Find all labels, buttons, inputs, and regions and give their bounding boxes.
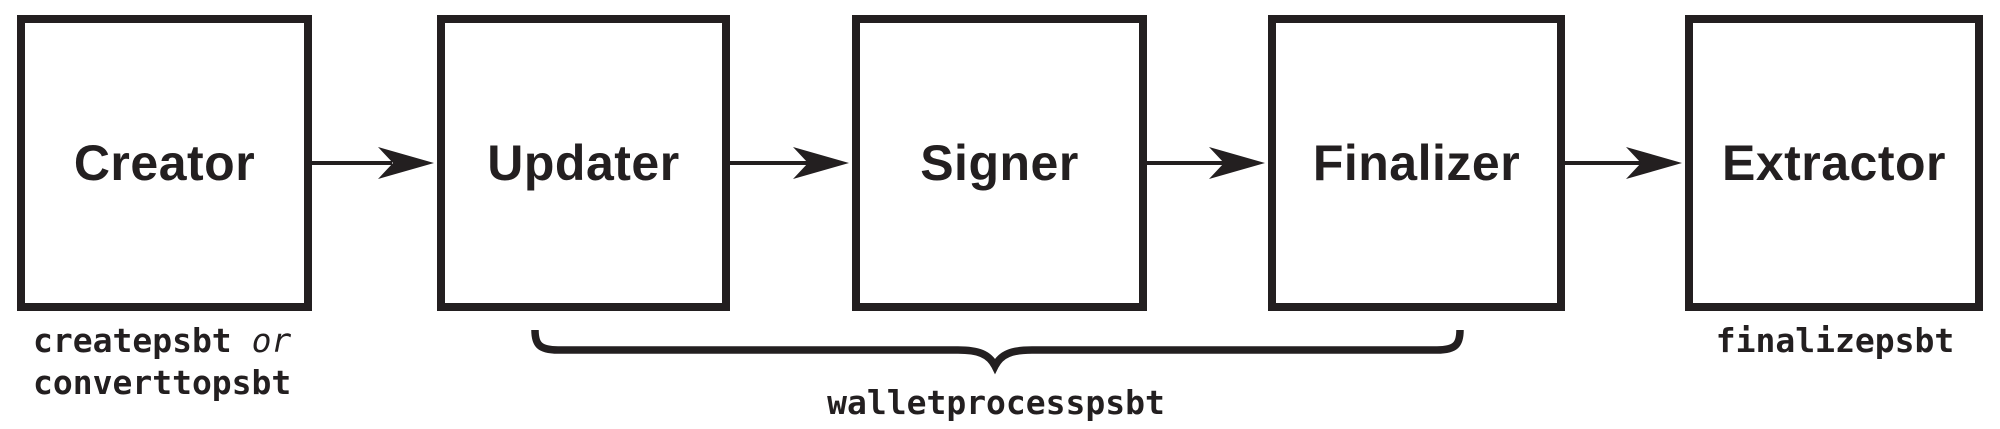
right-arrow-icon-updater-to-signer bbox=[730, 147, 849, 179]
right-arrow-icon-finalizer-to-extractor bbox=[1565, 147, 1682, 179]
curly-brace bbox=[531, 329, 1464, 375]
creator-command-2: converttopsbt bbox=[33, 363, 292, 402]
box-extractor-label: Extractor bbox=[1721, 135, 1947, 191]
box-creator: Creator bbox=[17, 15, 312, 311]
finalizepsbt-label: finalizepsbt bbox=[1715, 321, 1955, 360]
box-finalizer: Finalizer bbox=[1268, 15, 1565, 311]
box-signer: Signer bbox=[852, 15, 1147, 311]
spacer bbox=[232, 321, 252, 360]
creator-commands-label: createpsbt or converttopsbt bbox=[33, 320, 291, 404]
box-updater-label: Updater bbox=[487, 135, 680, 191]
walletprocesspsbt-label: walletprocesspsbt bbox=[827, 383, 1165, 422]
creator-command-1: createpsbt bbox=[33, 321, 232, 360]
box-finalizer-label: Finalizer bbox=[1312, 135, 1521, 191]
creator-commands-conjunction: or bbox=[251, 321, 292, 360]
right-arrow-icon-creator-to-updater bbox=[312, 147, 434, 179]
box-signer-label: Signer bbox=[920, 135, 1079, 191]
box-creator-label: Creator bbox=[73, 135, 256, 191]
right-arrow-icon-signer-to-finalizer bbox=[1147, 147, 1265, 179]
box-updater: Updater bbox=[437, 15, 730, 311]
box-extractor: Extractor bbox=[1685, 15, 1983, 311]
